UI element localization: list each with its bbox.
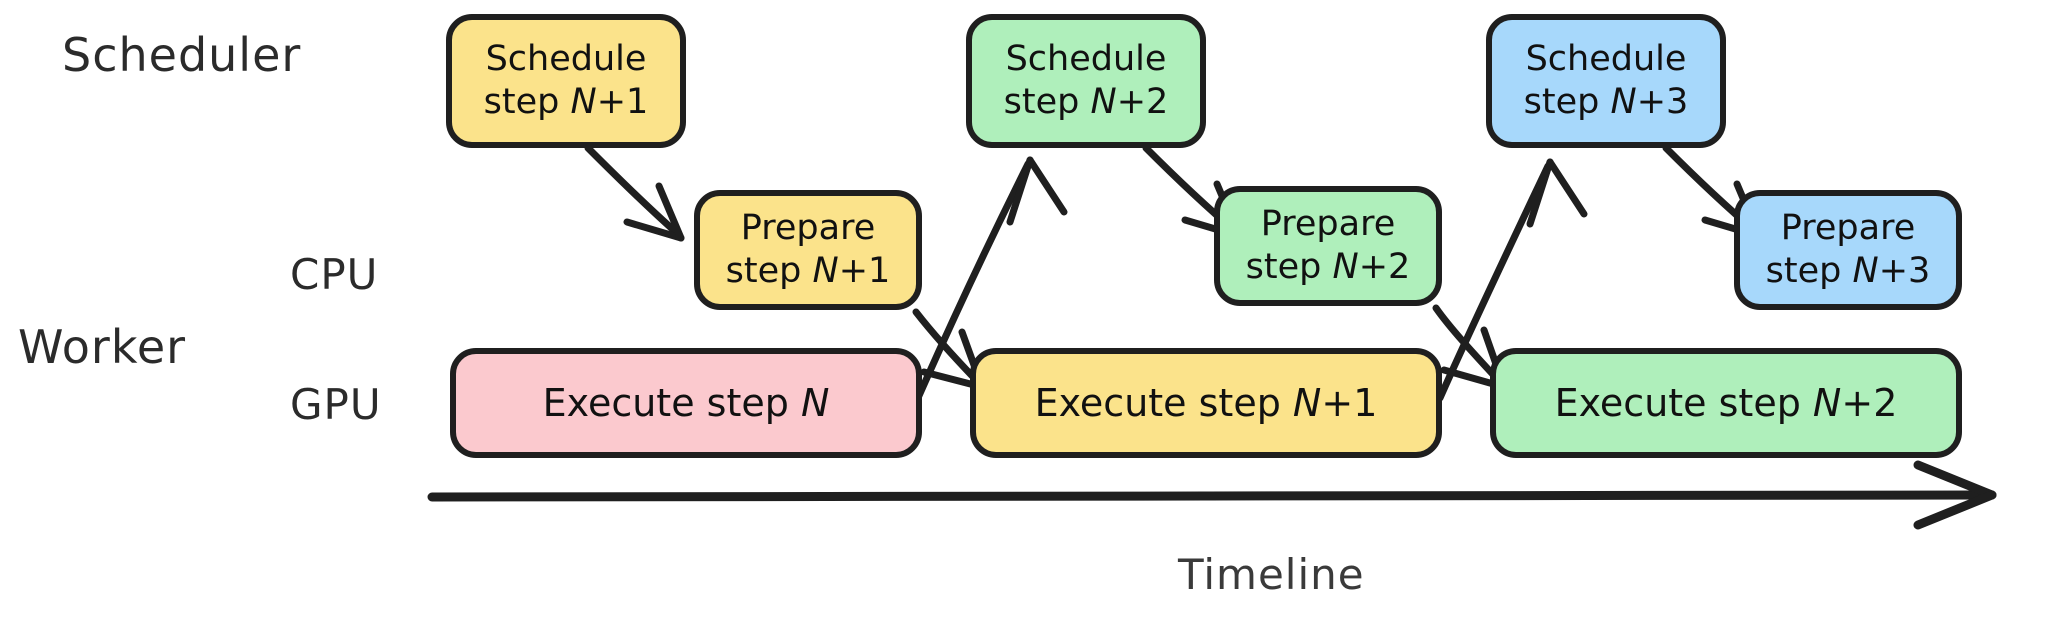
node-schedule-step-n-plus-2[interactable]: Schedule step N+2 xyxy=(966,14,1206,148)
node-line-1: Execute step N xyxy=(542,380,830,425)
node-line-2: step N+2 xyxy=(1245,247,1411,287)
node-prepare-step-n-plus-1[interactable]: Prepare step N+1 xyxy=(694,190,922,310)
node-line-1: Execute step N+2 xyxy=(1554,380,1898,425)
timeline-axis xyxy=(427,460,1997,530)
node-line-2: step N+1 xyxy=(725,251,891,291)
node-execute-step-n-plus-1[interactable]: Execute step N+1 xyxy=(970,348,1442,458)
axis-label-timeline: Timeline xyxy=(1178,550,1365,599)
node-execute-step-n[interactable]: Execute step N xyxy=(450,348,922,458)
node-line-1: Prepare xyxy=(1780,208,1916,249)
node-line-2: step N+2 xyxy=(1003,82,1169,122)
row-label-scheduler: Scheduler xyxy=(62,28,302,82)
node-line-2: step N+3 xyxy=(1765,251,1931,291)
arrow-execute-n1-to-schedule-n3 xyxy=(1436,158,1588,402)
row-label-worker: Worker xyxy=(18,320,187,374)
node-prepare-step-n-plus-3[interactable]: Prepare step N+3 xyxy=(1734,190,1962,310)
node-prepare-step-n-plus-2[interactable]: Prepare step N+2 xyxy=(1214,186,1442,306)
row-label-cpu: CPU xyxy=(290,250,379,299)
node-line-1: Schedule xyxy=(1525,39,1687,80)
node-execute-step-n-plus-2[interactable]: Execute step N+2 xyxy=(1490,348,1962,458)
node-line-1: Prepare xyxy=(740,208,876,249)
node-schedule-step-n-plus-1[interactable]: Schedule step N+1 xyxy=(446,14,686,148)
node-line-2: step N+3 xyxy=(1523,82,1689,122)
arrow-execute-n-to-schedule-n2 xyxy=(914,156,1068,402)
arrow-schedule-n1-to-prepare-n1 xyxy=(584,144,685,242)
node-line-2: step N+1 xyxy=(483,82,649,122)
node-line-1: Schedule xyxy=(1005,39,1167,80)
node-schedule-step-n-plus-3[interactable]: Schedule step N+3 xyxy=(1486,14,1726,148)
node-line-1: Prepare xyxy=(1260,204,1396,245)
row-label-gpu: GPU xyxy=(290,380,382,429)
node-line-1: Execute step N+1 xyxy=(1034,380,1378,425)
node-line-1: Schedule xyxy=(485,39,647,80)
